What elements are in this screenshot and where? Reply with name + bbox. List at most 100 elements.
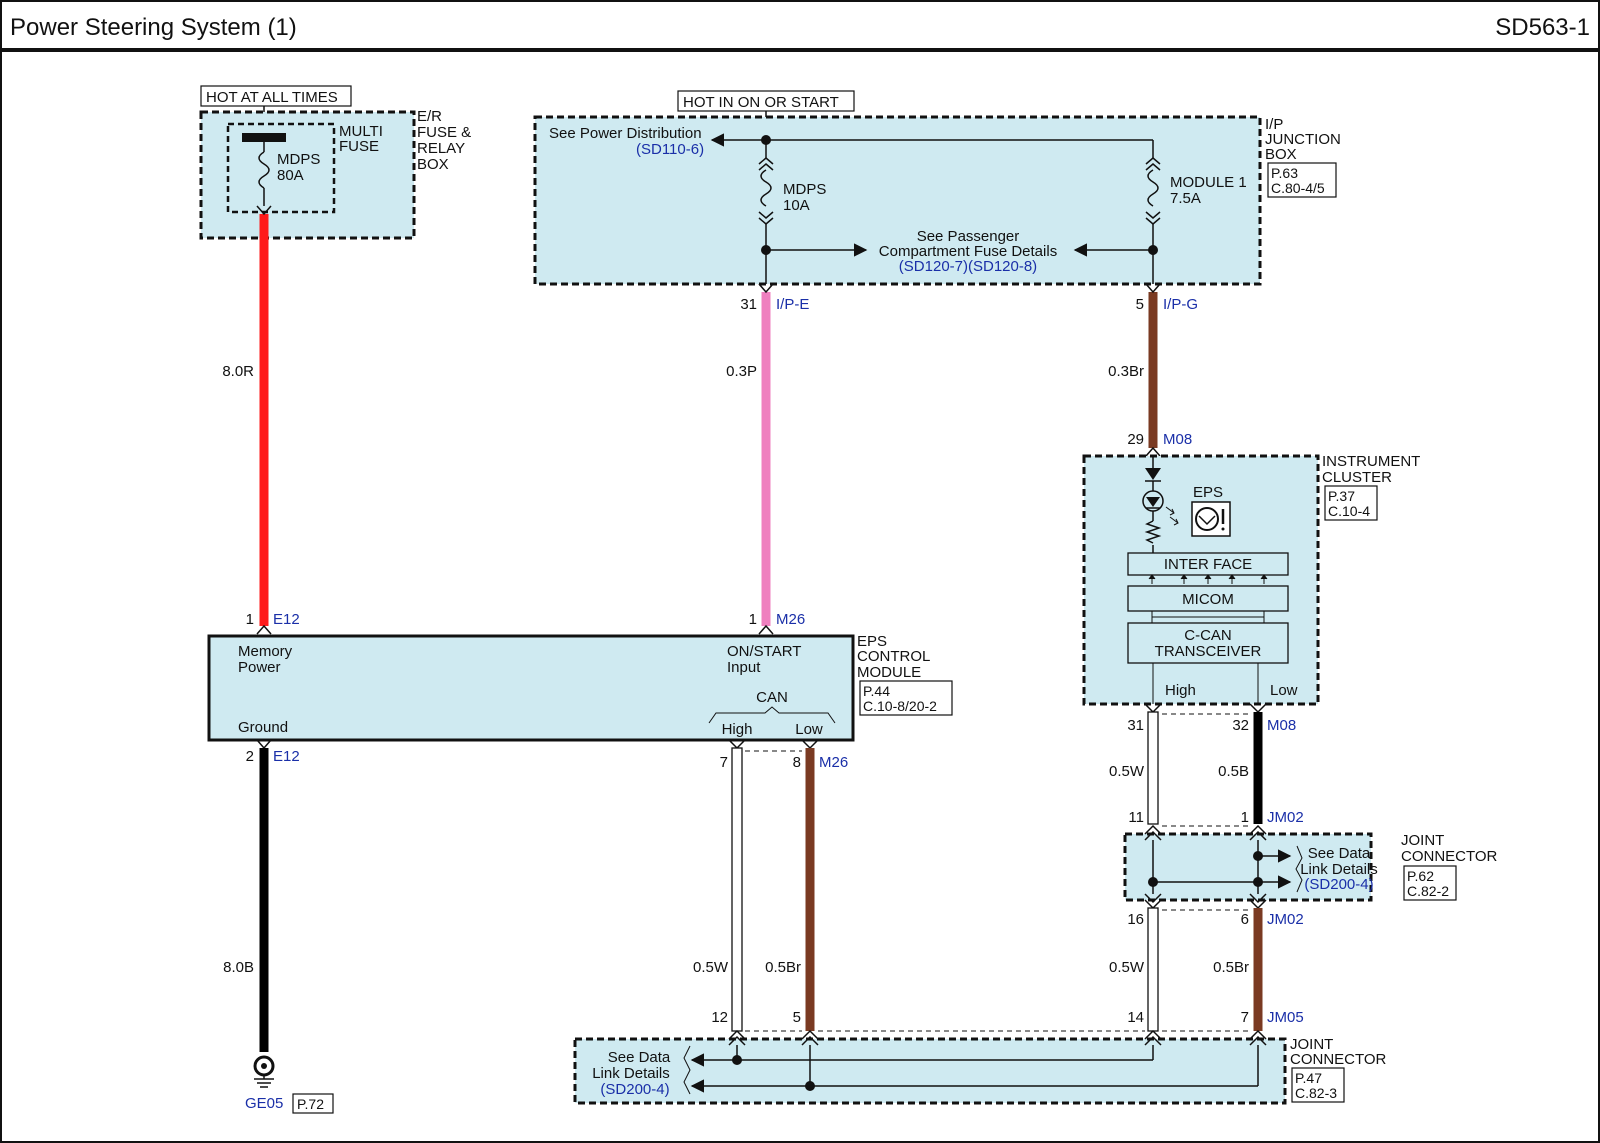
svg-text:Compartment Fuse Details: Compartment Fuse Details <box>879 243 1057 260</box>
hot-at-all-times-label: HOT AT ALL TIMES <box>206 89 338 106</box>
svg-text:See Passenger: See Passenger <box>917 228 1020 245</box>
ground-icon <box>253 1055 275 1088</box>
svg-text:P.37: P.37 <box>1328 488 1355 504</box>
fuse-mdps-10a-icon <box>760 169 772 207</box>
svg-text:0.5W: 0.5W <box>1109 763 1145 780</box>
svg-text:Power: Power <box>238 659 281 676</box>
multi-fuse-outline <box>226 122 336 214</box>
svg-text:1: 1 <box>749 611 757 628</box>
ip-box-outline <box>533 115 1262 286</box>
svg-text:80A: 80A <box>277 167 304 184</box>
svg-text:CONNECTOR: CONNECTOR <box>1290 1051 1387 1068</box>
svg-text:0.3P: 0.3P <box>726 363 757 380</box>
joint-connector-upper: See Data Link Details (SD200-4) JOINT CO… <box>1123 824 1498 910</box>
wire-white-05w-lower <box>1147 907 1159 1032</box>
joint-upper-name: JOINT <box>1401 832 1444 849</box>
connector-jm02-pin6: JM02 <box>1267 911 1304 928</box>
resistor-icon <box>1144 520 1162 544</box>
svg-text:MICOM: MICOM <box>1182 591 1234 608</box>
svg-text:Low: Low <box>795 721 823 738</box>
svg-text:CAN: CAN <box>756 689 788 706</box>
svg-text:C.82-3: C.82-3 <box>1295 1085 1337 1101</box>
can-brace <box>708 706 836 724</box>
ip-box-name: I/P <box>1265 116 1283 133</box>
hot-at-all-times-tag <box>200 85 352 107</box>
svg-text:0.5Br: 0.5Br <box>765 959 801 976</box>
svg-text:FUSE &: FUSE & <box>417 124 471 141</box>
svg-text:FUSE: FUSE <box>339 138 379 155</box>
connector-jm02-pin1: JM02 <box>1267 809 1304 826</box>
svg-text:5: 5 <box>1136 296 1144 313</box>
svg-text:1: 1 <box>1241 809 1249 826</box>
svg-text:0.3Br: 0.3Br <box>1108 363 1144 380</box>
connector-m26-pin8: M26 <box>819 754 848 771</box>
connector-e12-pin2: E12 <box>273 748 300 765</box>
page-title: Power Steering System (1) <box>10 14 297 41</box>
eps-module-outline <box>207 634 855 742</box>
see-power-distribution-label: See Power Distribution <box>549 125 702 142</box>
svg-text:C.10-8/20-2: C.10-8/20-2 <box>863 698 937 714</box>
svg-text:BOX: BOX <box>417 156 449 173</box>
svg-text:10A: 10A <box>783 197 810 214</box>
svg-text:P.47: P.47 <box>1295 1070 1322 1086</box>
passenger-fuse-link[interactable]: (SD120-7)(SD120-8) <box>899 258 1037 275</box>
svg-text:RELAY: RELAY <box>417 140 465 157</box>
fuse-icon <box>258 151 270 189</box>
svg-text:P.72: P.72 <box>297 1096 324 1112</box>
svg-text:5: 5 <box>793 1009 801 1026</box>
wire-white-05w-left <box>731 747 743 1032</box>
svg-text:Low: Low <box>1270 682 1298 699</box>
svg-text:High: High <box>1165 682 1196 699</box>
eps-control-module: Memory Power ON/START Input Ground CAN H… <box>207 633 953 742</box>
joint-upper-link[interactable]: (SD200-4) <box>1304 876 1373 893</box>
connector-ge05: GE05 <box>245 1095 283 1112</box>
joint-connector-lower: See Data Link Details (SD200-4) JOINT CO… <box>573 1029 1387 1105</box>
svg-text:0.5W: 0.5W <box>1109 959 1145 976</box>
connector-ip-g: I/P-G <box>1163 296 1198 313</box>
svg-text:MULTI: MULTI <box>339 123 383 140</box>
svg-text:Input: Input <box>727 659 761 676</box>
svg-text:12: 12 <box>711 1009 728 1026</box>
svg-text:32: 32 <box>1232 717 1249 734</box>
svg-text:8.0B: 8.0B <box>223 959 254 976</box>
svg-text:8.0R: 8.0R <box>222 363 254 380</box>
hot-in-on-start-label: HOT IN ON OR START <box>683 94 839 111</box>
svg-text:See Data: See Data <box>608 1049 671 1066</box>
er-box-name: E/R <box>417 108 442 125</box>
svg-text:BOX: BOX <box>1265 146 1297 163</box>
svg-text:2: 2 <box>246 748 254 765</box>
svg-text:Ground: Ground <box>238 719 288 736</box>
svg-text:Link Details: Link Details <box>592 1065 670 1082</box>
svg-text:TRANSCEIVER: TRANSCEIVER <box>1155 643 1262 660</box>
fuse-module1-icon <box>1147 169 1159 207</box>
svg-text:P.62: P.62 <box>1407 868 1434 884</box>
cluster-name: INSTRUMENT <box>1322 453 1420 470</box>
svg-text:INTER FACE: INTER FACE <box>1164 556 1252 573</box>
svg-text:CONNECTOR: CONNECTOR <box>1401 848 1498 865</box>
svg-text:MODULE: MODULE <box>857 664 921 681</box>
svg-text:6: 6 <box>1241 911 1249 928</box>
svg-text:0.5W: 0.5W <box>693 959 729 976</box>
eps-indicator-label: EPS <box>1193 484 1223 501</box>
connector-m08-bottom: M08 <box>1267 717 1296 734</box>
svg-text:MODULE 1: MODULE 1 <box>1170 174 1247 191</box>
joint-lower-link[interactable]: (SD200-4) <box>600 1081 669 1098</box>
svg-text:C-CAN: C-CAN <box>1184 627 1232 644</box>
page-code: SD563-1 <box>1495 14 1590 41</box>
svg-text:7.5A: 7.5A <box>1170 190 1201 207</box>
svg-text:7: 7 <box>720 754 728 771</box>
connector-ip-e: I/P-E <box>776 296 809 313</box>
joint-lower-outline <box>573 1037 1287 1105</box>
svg-text:14: 14 <box>1127 1009 1144 1026</box>
svg-text:Memory: Memory <box>238 643 293 660</box>
connector-jm05: JM05 <box>1267 1009 1304 1026</box>
svg-text:JUNCTION: JUNCTION <box>1265 131 1341 148</box>
svg-text:8: 8 <box>793 754 801 771</box>
svg-text:ON/START: ON/START <box>727 643 801 660</box>
power-distribution-link[interactable]: (SD110-6) <box>636 141 704 158</box>
connector-e12-pin1: E12 <box>273 611 300 628</box>
svg-text:0.5Br: 0.5Br <box>1213 959 1249 976</box>
svg-text:C.82-2: C.82-2 <box>1407 883 1449 899</box>
